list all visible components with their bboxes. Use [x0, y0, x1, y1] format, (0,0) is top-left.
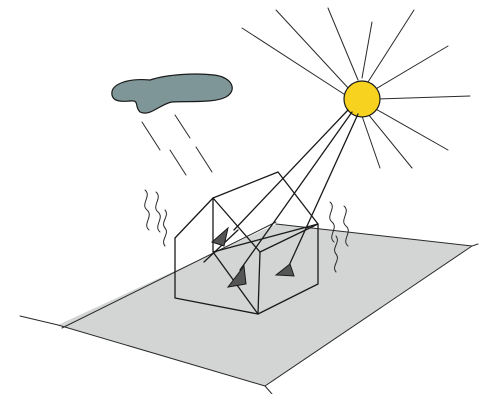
cloud-shape: [112, 74, 232, 113]
ground-icon: [20, 222, 478, 394]
heat-wave-left-3: [164, 210, 167, 246]
cloud-icon: [112, 74, 232, 113]
rain-line-2: [175, 115, 190, 138]
sun-icon: [242, 8, 470, 168]
rain-icon: [142, 115, 212, 175]
rain-line-3: [170, 150, 186, 175]
ground-plane: [58, 224, 472, 386]
heat-wave-left-1: [145, 190, 150, 230]
heat-wave-left-2: [156, 192, 161, 232]
rain-line-1: [142, 122, 160, 150]
sun-disc: [344, 81, 380, 117]
heat-arrow-1: [212, 228, 228, 246]
rain-line-4: [196, 147, 212, 172]
